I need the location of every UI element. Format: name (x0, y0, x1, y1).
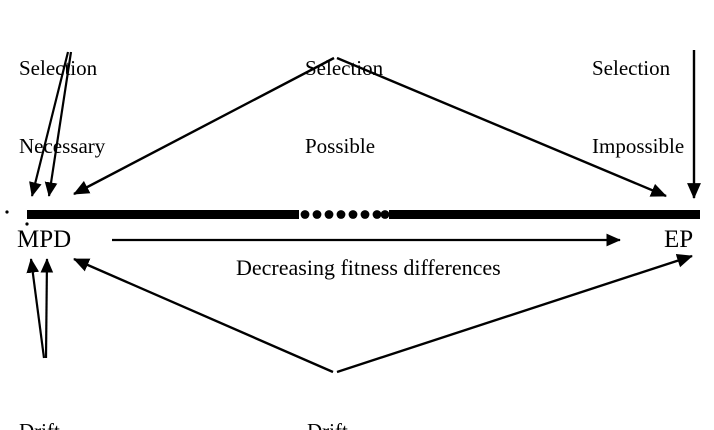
label-selection-impossible-line1: Selection (592, 56, 671, 80)
arrow-selection-necessary-a (29, 51, 70, 197)
arrow-drift-impossible-b (40, 258, 54, 359)
label-selection-necessary: Selection Necessary (19, 3, 105, 211)
label-selection-possible-line1: Selection (305, 56, 384, 80)
arrow-drift-possible-left (73, 257, 334, 374)
label-drift-possible: Drift Possible (307, 366, 377, 430)
arrow-selection-necessary-b (44, 51, 73, 197)
arrow-selection-possible-right (336, 56, 667, 198)
label-selection-possible-line2: Possible (305, 134, 376, 158)
label-selection-possible: Selection Possible (305, 3, 383, 211)
speck-artifact-left (5, 210, 9, 214)
speck-artifact-below-bar (25, 222, 29, 226)
label-selection-necessary-line2: Necessary (19, 134, 106, 158)
label-drift-impossible: Drift Impossible (19, 366, 111, 430)
label-drift-impossible-line1: Drift (19, 418, 111, 430)
continuum-bar-right-segment (389, 210, 700, 219)
arrow-drift-impossible-a (26, 258, 46, 359)
axis-caption-decreasing-fitness-differences: Decreasing fitness differences (236, 255, 501, 280)
axis-endpoint-label-ep: EP (664, 226, 694, 253)
label-selection-necessary-line1: Selection (19, 56, 98, 80)
arrow-selection-possible-left (73, 56, 335, 196)
arrow-drift-possible-right (336, 254, 693, 374)
axis-endpoint-label-mpd: MPD (17, 226, 72, 253)
label-selection-impossible-line2: Impossible (592, 134, 685, 158)
label-selection-impossible: Selection Impossible (592, 3, 684, 211)
continuum-bar-dotted-middle (300, 210, 390, 219)
label-drift-possible-line1: Drift (307, 418, 377, 430)
continuum-bar-left-segment (27, 210, 299, 219)
